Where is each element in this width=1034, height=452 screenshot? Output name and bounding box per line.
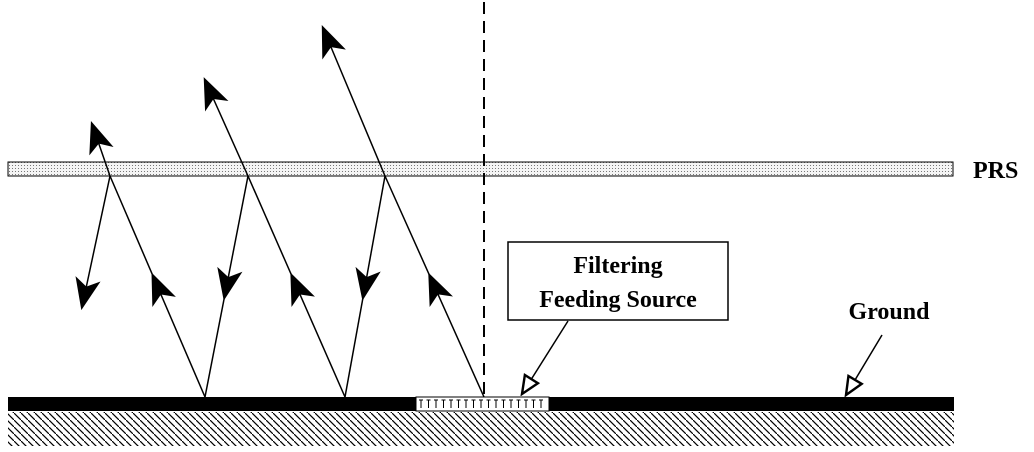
source-comb-tooth xyxy=(456,399,461,408)
ray-paths xyxy=(75,25,485,398)
ray-transmit-3-arrowhead xyxy=(321,25,346,60)
source-comb-tooth xyxy=(449,399,453,408)
feeding-source-element xyxy=(415,396,550,412)
source-comb-tooth xyxy=(524,399,528,408)
source-comb-tooth xyxy=(531,399,536,408)
source-label-line2: Feeding Source xyxy=(539,287,697,313)
ray-down-2 xyxy=(204,175,249,398)
source-comb-tooth xyxy=(516,399,521,408)
source-comb-tooth xyxy=(419,399,423,408)
prs-layer xyxy=(7,161,954,177)
source-comb-tooth xyxy=(494,399,498,408)
ray-up-3-arrowhead xyxy=(428,272,454,307)
source-comb-tooth xyxy=(434,399,438,408)
source-comb-tooth xyxy=(471,399,476,408)
ground-label: Ground xyxy=(849,299,931,325)
ray-reflect-1 xyxy=(81,175,111,308)
source-comb-tooth xyxy=(501,399,506,408)
ray-transmit-3 xyxy=(322,27,386,177)
source-comb-tooth xyxy=(464,399,468,408)
feeding-source-label-box: Filtering Feeding Source xyxy=(507,241,729,321)
source-comb-tooth xyxy=(479,399,483,408)
ground-pointer-arrow xyxy=(846,334,883,395)
ray-up-2 xyxy=(247,175,346,398)
prs-label: PRS xyxy=(973,158,1018,184)
ray-down-3 xyxy=(344,175,386,398)
ground-hatch xyxy=(8,412,954,446)
source-comb-tooth xyxy=(486,399,491,408)
ray-up-1 xyxy=(109,175,206,398)
source-comb-tooth xyxy=(509,399,513,408)
source-pointer-arrow xyxy=(522,320,569,394)
source-comb-tooth xyxy=(426,399,431,408)
source-label-line1: Filtering xyxy=(573,253,662,279)
ray-transmit-1-arrowhead xyxy=(89,120,114,156)
ray-transmit-2-arrowhead xyxy=(203,77,229,112)
source-comb-tooth xyxy=(441,399,446,408)
ray-up-1-arrowhead xyxy=(151,272,176,307)
source-comb-tooth xyxy=(539,399,543,408)
ray-up-2-arrowhead xyxy=(290,272,315,307)
ray-up-3 xyxy=(384,175,485,398)
